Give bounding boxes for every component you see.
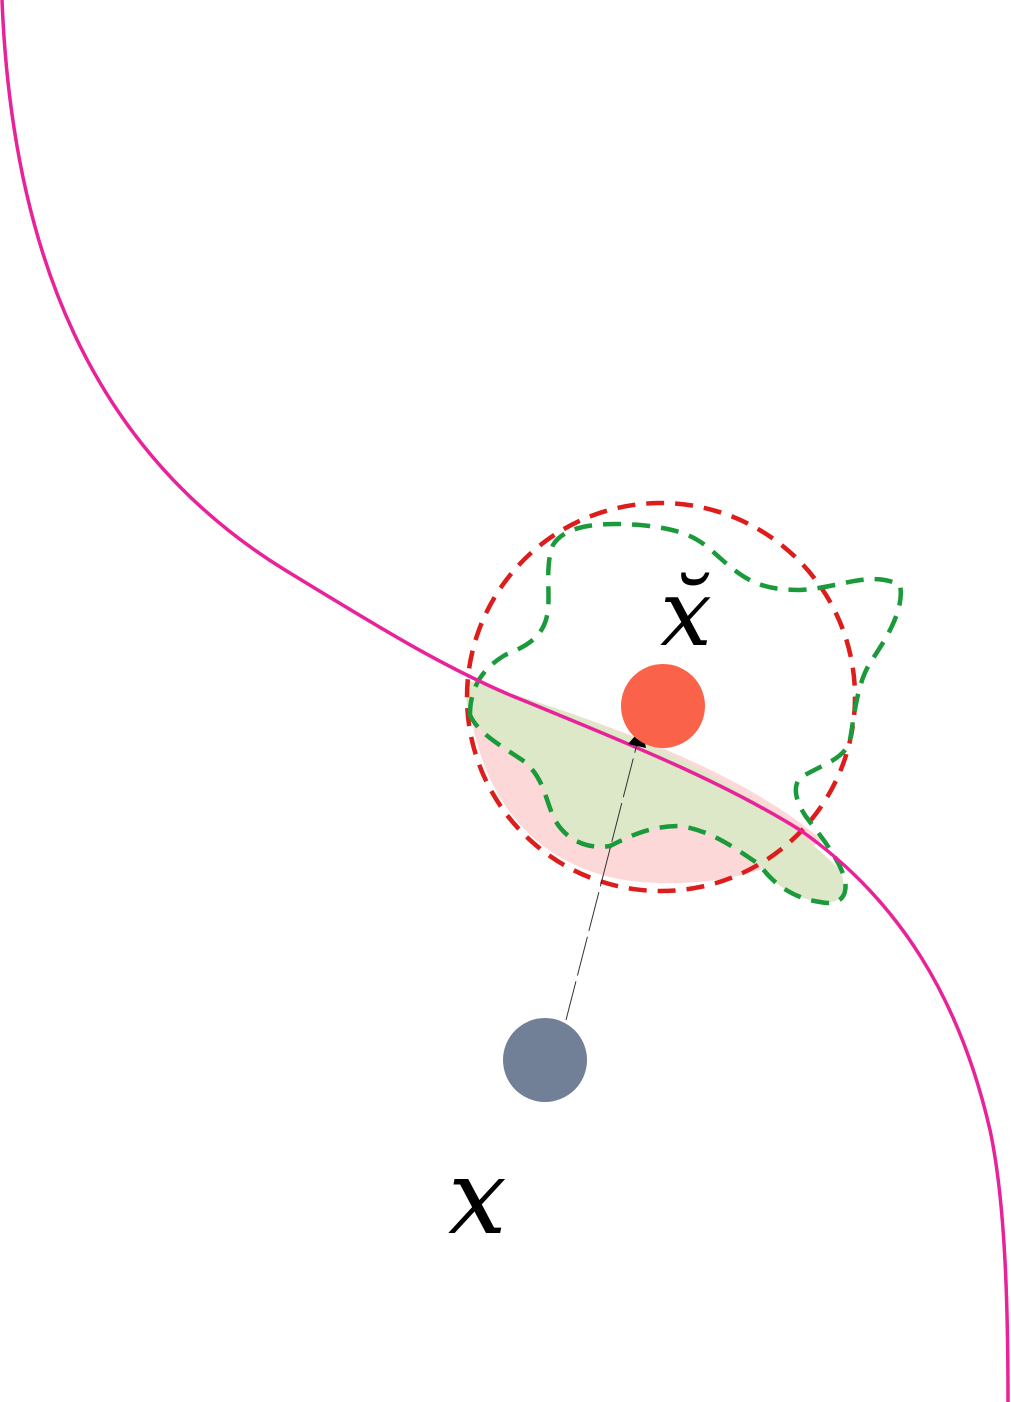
original-point — [503, 1018, 587, 1102]
connector-line — [565, 739, 639, 1021]
perturbation-ball-dashed-circle — [464, 500, 858, 894]
adversarial-point — [621, 664, 705, 748]
label-x-tilde: x̆ — [660, 560, 712, 667]
label-x: x — [448, 1136, 507, 1258]
green-region-fill — [465, 680, 844, 903]
irregular-perturbation-region-dashed — [467, 521, 904, 906]
